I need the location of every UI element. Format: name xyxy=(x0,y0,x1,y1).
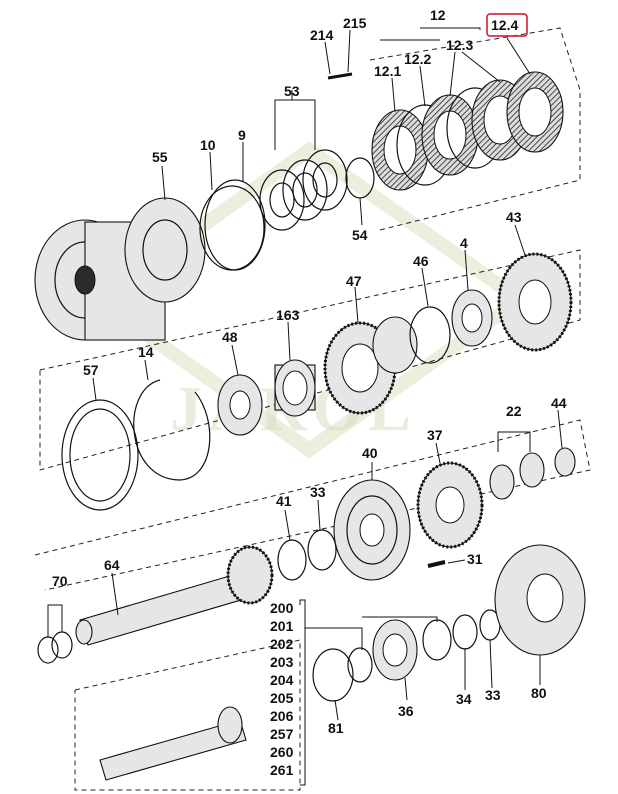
callout-31: 31 xyxy=(467,551,483,567)
callout-41: 41 xyxy=(276,493,292,509)
pin-31 xyxy=(427,560,446,568)
bearing-44 xyxy=(554,447,576,477)
kit-item: 260 xyxy=(270,744,294,760)
clutch-discs-12 xyxy=(371,71,564,191)
callout-37: 37 xyxy=(427,427,443,443)
callout-80: 80 xyxy=(531,685,547,701)
kit-list: 200 201 202 203 204 205 206 257 260 261 xyxy=(270,600,294,778)
callout-4: 4 xyxy=(460,235,468,251)
callout-12-4[interactable]: 12.4 xyxy=(491,17,518,33)
callout-10: 10 xyxy=(200,137,216,153)
gear-37 xyxy=(416,461,484,549)
callout-12-2: 12.2 xyxy=(404,51,431,67)
pin-214-215 xyxy=(327,72,353,80)
washers-53 xyxy=(259,149,348,231)
callout-14: 14 xyxy=(138,344,154,360)
bearing-4 xyxy=(451,289,493,347)
callout-70: 70 xyxy=(52,573,68,589)
shaft-lower xyxy=(99,706,247,781)
gear-43 xyxy=(497,252,573,352)
callout-22: 22 xyxy=(506,403,522,419)
callout-55: 55 xyxy=(152,149,168,165)
callout-12: 12 xyxy=(430,7,446,23)
callout-9: 9 xyxy=(238,127,246,143)
kit-parts xyxy=(312,609,501,702)
kit-item: 202 xyxy=(270,636,294,652)
housing-80 xyxy=(494,544,586,656)
callout-46: 46 xyxy=(413,253,429,269)
callout-53: 53 xyxy=(284,83,300,99)
kit-item: 200 xyxy=(270,600,294,616)
circlip-14 xyxy=(133,379,211,481)
snap-ring-41 xyxy=(277,539,307,581)
kit-item: 261 xyxy=(270,762,294,778)
callout-54: 54 xyxy=(352,227,368,243)
callout-57: 57 xyxy=(83,362,99,378)
callout-40: 40 xyxy=(362,445,378,461)
ring-9 xyxy=(204,179,266,271)
callout-labels: 12 12.4 12.3 12.2 12.1 214 215 53 55 10 … xyxy=(52,7,567,736)
callout-44: 44 xyxy=(551,395,567,411)
callout-34: 34 xyxy=(456,691,472,707)
kit-item: 201 xyxy=(270,618,294,634)
gear-40 xyxy=(333,479,411,581)
section-frames xyxy=(34,27,591,791)
leader-lines xyxy=(47,27,563,786)
callout-33-bottom: 33 xyxy=(485,687,501,703)
callout-47: 47 xyxy=(346,273,362,289)
callout-163: 163 xyxy=(276,307,300,323)
callout-36: 36 xyxy=(398,703,414,719)
callout-33-top: 33 xyxy=(310,484,326,500)
callout-12-4-highlight[interactable] xyxy=(486,13,528,37)
snap-ring-57 xyxy=(61,399,139,511)
thrust-48 xyxy=(217,374,263,436)
bearings-22 xyxy=(489,452,545,500)
ring-46 xyxy=(409,306,451,364)
callout-214: 214 xyxy=(310,27,334,43)
ring-33-top xyxy=(307,529,337,571)
rings-70 xyxy=(37,631,73,664)
kit-item: 203 xyxy=(270,654,294,670)
needle-bearing-163 xyxy=(274,359,316,417)
callout-43: 43 xyxy=(506,209,522,225)
clutch-drum-55 xyxy=(34,197,206,341)
callout-12-1: 12.1 xyxy=(374,63,401,79)
kit-item: 205 xyxy=(270,690,294,706)
gear-47 xyxy=(323,316,418,415)
callout-48: 48 xyxy=(222,329,238,345)
kit-item: 204 xyxy=(270,672,294,688)
callout-12-3: 12.3 xyxy=(446,37,473,53)
kit-item: 206 xyxy=(270,708,294,724)
callout-81: 81 xyxy=(328,720,344,736)
callout-64: 64 xyxy=(104,557,120,573)
shaft-64 xyxy=(75,545,274,646)
kit-item: 257 xyxy=(270,726,294,742)
callout-215: 215 xyxy=(343,15,367,31)
